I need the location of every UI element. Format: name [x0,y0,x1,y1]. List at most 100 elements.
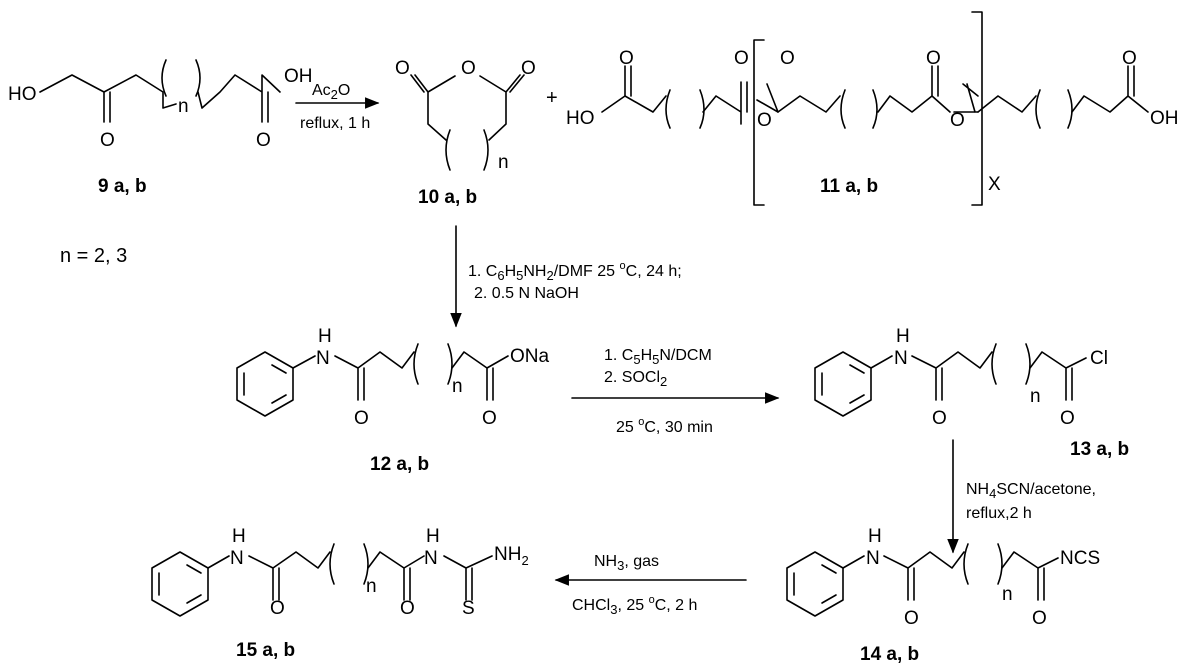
compound-10-n: n [498,152,509,173]
step-4-line-2: reflux,2 h [966,505,1032,522]
compound-11-acid-left [624,65,632,97]
compound-15-phenyl [151,551,209,617]
compound-11-o-link-a: O [757,110,772,131]
compound-15-repeat-bracket [329,543,369,585]
compound-11-o-acid-right: O [1122,48,1137,69]
compound-14-label: 14 a, b [860,644,919,665]
compound-11-ester-link-left [756,83,779,113]
step-1-conditions: reflux, 1 h [300,115,370,132]
compound-12-n: N [316,348,330,369]
compound-9-repeat-bracket-right [195,59,201,97]
step-2-line-1: 1. C6H5NH2/DMF 25 oC, 24 h; [468,260,682,283]
compound-11-oh: OH [1150,108,1179,129]
compound-11-repeat-bracket-a [665,89,705,129]
compound-14-amide-o: O [904,608,919,629]
compound-11-ho: HO [566,108,595,129]
step-5-reagent: NH3, gas [594,553,659,573]
step-4: NH4SCN/acetone, reflux,2 h [947,439,1096,554]
compound-13-repeat-bracket [991,343,1031,385]
compound-12-amide-o: O [354,408,369,429]
compound-11-repeat-bracket-b [840,89,878,129]
compound-10-ring [414,74,521,141]
compound-15-h-1: H [232,526,246,547]
compound-13-chain [870,351,1087,401]
compound-14-h: H [868,526,882,547]
compound-12-ona: ONa [510,346,550,367]
step-3-line-1: 1. C5H5N/DCM [604,347,712,367]
compound-15-n-index: n [366,576,377,597]
compound-12-phenyl [236,351,294,417]
compound-15-amide-o-1: O [270,598,285,619]
compound-13-label: 13 a, b [1070,439,1129,460]
compound-12: H N O n O ONa 12 a, b [236,326,550,475]
compound-9-n: n [178,96,189,117]
compound-10-bracket-right [483,129,489,171]
compound-14-repeat-bracket [963,543,1003,585]
compound-13-amide-o: O [932,408,947,429]
compound-15-n-1: N [230,548,244,569]
step-2: 1. C6H5NH2/DMF 25 oC, 24 h; 2. 0.5 N NaO… [450,225,682,328]
compound-15: H N O n O H N S NH2 15 a, b [151,526,529,661]
compound-14-acyl-o: O [1032,608,1047,629]
compound-12-chain [292,351,509,401]
compound-13: H N O n O Cl 13 a, b [814,326,1129,460]
compound-11-o-a: O [734,48,749,69]
plus-sign: + [546,87,558,109]
compound-9-ho: HO [8,84,37,105]
step-3-line-2: 2. SOCl2 [604,369,667,389]
compound-11-o-acid-left: O [619,48,634,69]
compound-11-repeat-x: X [988,174,1001,195]
step-4-line-1: NH4SCN/acetone, [966,481,1096,501]
compound-11-o-link-b: O [950,110,965,131]
compound-11-label: 11 a, b [820,176,878,197]
compound-15-chain [207,551,493,601]
compound-13-acyl-o: O [1060,408,1075,429]
compound-10: O O O n 10 a, b [395,58,536,208]
compound-10-bracket-left [445,129,451,171]
compound-13-phenyl [814,351,872,417]
compound-11-chain-left [601,81,748,125]
compound-14: H N O n O NCS 14 a, b [786,526,1100,665]
compound-13-cl: Cl [1090,348,1108,369]
compound-9-acid-oh: OH [284,66,313,87]
compound-10-label: 10 a, b [418,187,477,208]
compound-11-polymer-bracket-left [753,39,765,206]
compound-11-o-c: O [926,48,941,69]
compound-11-chain-mid [777,65,951,113]
compound-9-ketone-o: O [100,130,115,151]
compound-11-chain-right [977,65,1149,113]
compound-14-n: N [866,548,880,569]
compound-13-n: N [894,348,908,369]
step-1-reagent: Ac2O [312,82,350,102]
compound-15-label: 15 a, b [236,640,295,661]
compound-15-amide-o-2: O [400,598,415,619]
compound-13-h: H [896,326,910,347]
compound-12-carboxylate-o: O [482,408,497,429]
step-3: 1. C5H5N/DCM 2. SOCl2 25 oC, 30 min [571,347,780,436]
compound-15-s: S [462,598,475,619]
compound-11: HO O O O O O O O OH 11 a, b X [566,11,1179,206]
compound-10-carbonyls [410,74,525,93]
compound-11-o-b: O [780,48,795,69]
step-2-line-2: 2. 0.5 N NaOH [474,285,579,302]
step-3-conditions: 25 oC, 30 min [616,416,713,436]
compound-14-ncs: NCS [1060,548,1100,569]
compound-14-phenyl [786,551,844,617]
compound-12-label: 12 a, b [370,454,429,475]
compound-13-n-index: n [1030,386,1041,407]
compound-15-h-2: H [426,526,440,547]
compound-15-n-2: N [424,548,438,569]
compound-9-acid-o: O [256,130,271,151]
compound-10-o-left: O [395,58,410,79]
step-5: NH3, gas CHCl3, 25 oC, 2 h [554,553,747,617]
compound-11-polymer-bracket-right [971,11,983,206]
compound-14-chain [842,551,1059,601]
compound-9-chain [39,74,281,123]
compound-12-n-index: n [452,376,463,397]
compound-9: HO O n OH O 9 a, b [8,59,313,197]
compound-15-nh2: NH2 [494,544,529,568]
compound-11-repeat-bracket-c [1035,89,1073,129]
compound-12-h: H [318,326,332,347]
compound-9-repeat-bracket-left [161,59,167,97]
